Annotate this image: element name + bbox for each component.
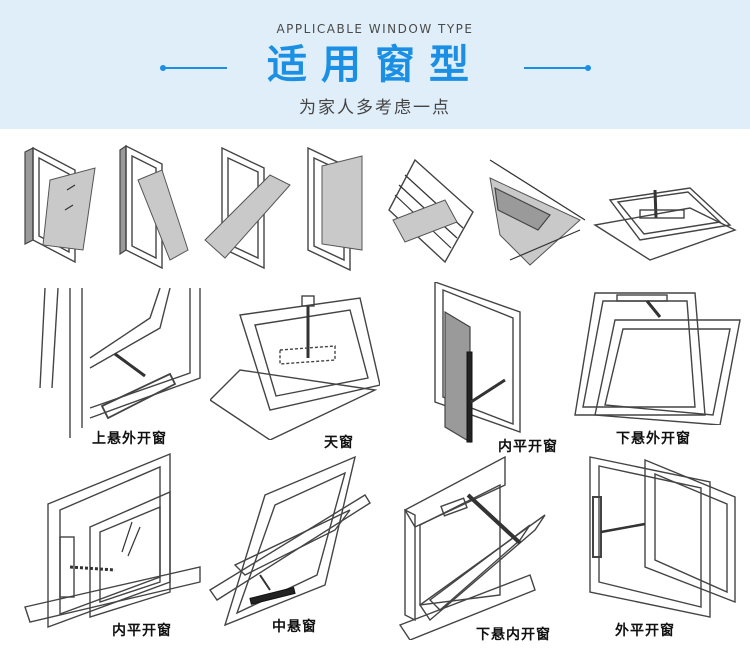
- decorative-line-left: [163, 67, 227, 69]
- inward-casement-window-icon: [434, 282, 521, 444]
- diagram-label: 中悬窗: [272, 619, 317, 635]
- english-subtitle: APPLICABLE WINDOW TYPE: [276, 22, 474, 36]
- center-pivot-window-icon: [208, 455, 371, 627]
- diagram-label: 上悬外开窗: [92, 431, 167, 447]
- roof-window-icon: [388, 158, 474, 264]
- decorative-line-right: [524, 67, 588, 69]
- bottom-hung-outward-window-icon: [574, 292, 741, 425]
- tagline: 为家人多考虑一点: [299, 98, 451, 118]
- diagram-label: 内平开窗: [498, 439, 558, 455]
- diagram-label: 天窗: [324, 435, 354, 451]
- page-title: 适用窗型: [267, 42, 483, 88]
- window-tilt-turn-icon: [24, 146, 96, 264]
- bottom-hung-inward-window-icon: [398, 455, 546, 640]
- skylight-flat-icon: [593, 187, 737, 261]
- decorative-dot-right: [585, 65, 591, 71]
- top-hung-outward-window-icon: [39, 288, 201, 438]
- window-casement-icon: [307, 146, 363, 272]
- window-pivot-icon: [204, 146, 291, 270]
- window-bottom-hung-icon: [119, 144, 189, 270]
- diagram-label: 内平开窗: [112, 623, 172, 639]
- diagram-label: 外平开窗: [615, 623, 675, 639]
- skylight-window-icon: [210, 295, 380, 440]
- diagram-label: 下悬内开窗: [476, 627, 551, 643]
- outward-casement-window-icon: [589, 456, 736, 618]
- diagram-label: 下悬外开窗: [616, 431, 691, 447]
- header-banner: APPLICABLE WINDOW TYPE 适用窗型 为家人多考虑一点: [0, 0, 750, 129]
- skylight-slope-icon: [489, 159, 585, 266]
- inward-casement-window-chain-icon: [24, 452, 201, 629]
